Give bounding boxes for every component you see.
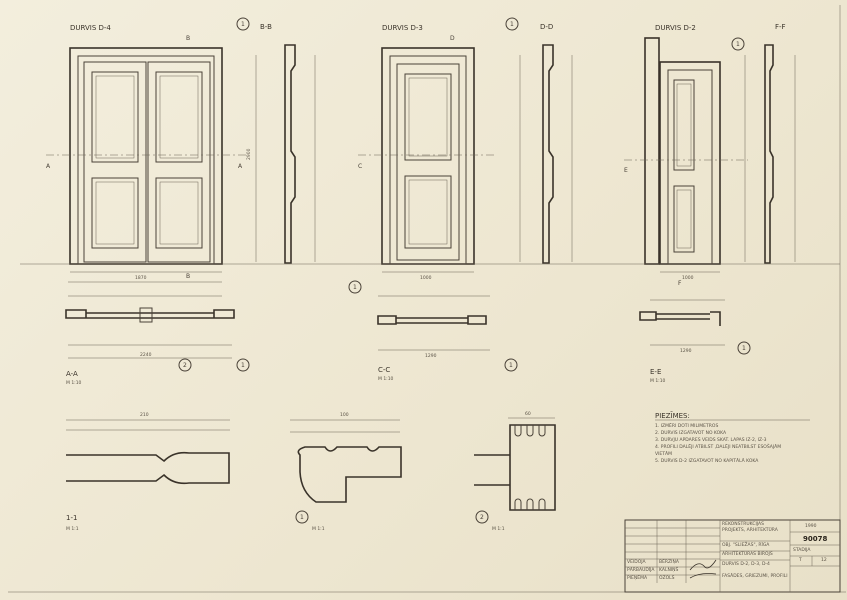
door-d2-elevation: DURVIS D-2 E F 1000 [624, 24, 748, 287]
profile-1: 100 1 M 1:1 [290, 412, 402, 532]
scale-label: M 1:10 [378, 376, 394, 382]
detail-marker: 1 [510, 21, 514, 28]
detail-marker: 2 [480, 514, 484, 521]
detail-marker: 1 [509, 362, 513, 369]
d2-title: DURVIS D-2 [655, 24, 696, 32]
section-cc: 1 1290 1 C-C M 1:10 [348, 280, 518, 382]
section-ee-title: E-E [650, 368, 661, 376]
section-mark-b: B [186, 35, 190, 42]
door-d4-elevation: DURVIS D-4 A A B B 1870 [46, 24, 246, 281]
object-name: OBJ. "SLIEŽAS", RĪGA [722, 543, 770, 548]
scale-label: M 1:1 [492, 526, 505, 532]
dim-d4-width: 1870 [135, 275, 147, 281]
scale-label: M 1:10 [650, 378, 666, 384]
section-mark-c: C [358, 163, 362, 170]
notes-title: PIEZĪMES: [655, 411, 690, 420]
section-aa-title: A-A [66, 370, 78, 378]
organization: ARHITEKTŪRAS BIROJS [722, 552, 773, 557]
section-mark-b: B [186, 273, 190, 280]
section-ee: 1290 1 E-E M 1:10 [639, 299, 751, 384]
detail-marker: 1 [300, 514, 304, 521]
section-mark-f: F [678, 280, 682, 287]
profile-1-1-title: 1-1 [66, 514, 77, 522]
d4-title: DURVIS D-4 [70, 24, 111, 32]
detail-marker: 1 [241, 21, 245, 28]
project-name: REKONSTRUKCIJAS PROJEKTS, ARHITEKTŪRA [722, 522, 778, 533]
signature [689, 559, 717, 579]
note-item: 1. IZMĒRI DOTI MILIMETROS [655, 422, 718, 429]
note-item: 2. DURVIS IZGATAVOT NO KOKA [655, 430, 727, 436]
section-mark-d: D [450, 35, 455, 42]
section-mark-a: A [238, 163, 243, 170]
section-cc-title: C-C [378, 366, 390, 374]
notes-block: PIEZĪMES: 1. IZMĒRI DOTI MILIMETROS 2. D… [655, 411, 810, 464]
note-item: 5. DURVIS D-2 IZGATAVOT NO KAPITĀLĀ KOKA [655, 457, 759, 464]
detail-marker: 1 [353, 284, 357, 291]
section-dd: 1 D-D [505, 17, 573, 264]
section-mark-e: E [624, 167, 628, 174]
note-item: 4. PROFILI DALĒJI ATBILST ,DALĒJI NEATBI… [655, 443, 781, 450]
year: 1990 [805, 524, 817, 529]
sheet-number: 90078 [803, 535, 828, 543]
name-label: BĒRZIŅA [659, 560, 679, 565]
section-ff: 1 F-F [731, 23, 796, 264]
scale-label: M 1:1 [312, 526, 325, 532]
section-bb: 1 B-B 2900 [236, 17, 316, 264]
name-label: KALNIŅŠ [659, 568, 679, 573]
dim-cc-total: 1290 [425, 353, 437, 359]
sheet-value: 12 [821, 558, 827, 563]
d3-title: DURVIS D-3 [382, 24, 423, 32]
title-block-grid [624, 519, 841, 593]
role-label: VEIDOJA [627, 560, 646, 565]
detail-marker: 1 [736, 41, 740, 48]
drawing-title: DURVIS D-2, D-3, D-4 [722, 562, 770, 567]
dim-d3-width: 1000 [420, 275, 432, 281]
dim-s2-total: 100 [340, 412, 349, 418]
scale-label: M 1:10 [66, 380, 82, 386]
note-item: 3. DURVJU APDARES VEIDS SKAT. LAPAS IZ-2… [655, 437, 767, 443]
role-label: PIEŅĒMA [627, 576, 648, 581]
profile-1-1: 210 1-1 M 1:1 [66, 412, 230, 532]
section-ff-title: F-F [775, 23, 786, 31]
dim-s3-total: 60 [525, 411, 531, 417]
note-item: VIETĀM [655, 450, 672, 457]
dim-d2-width: 1000 [682, 275, 694, 281]
detail-marker: 1 [241, 362, 245, 369]
door-d3-elevation: DURVIS D-3 C D 1000 [358, 24, 494, 281]
name-label: OZOLS [659, 576, 675, 581]
scale-label: M 1:1 [66, 526, 79, 532]
stage-value: T [799, 558, 802, 563]
detail-marker: 1 [742, 345, 746, 352]
section-bb-title: B-B [260, 23, 272, 31]
dim-s1-total: 210 [140, 412, 149, 418]
dim-ee-total: 1290 [680, 348, 692, 354]
role-label: PĀRBAUDĪJA [627, 568, 655, 573]
dim-aa-total: 2240 [140, 352, 152, 358]
profile-2: 60 2 M 1:1 [474, 411, 556, 532]
section-mark-a: A [46, 163, 51, 170]
dim-d4-height: 2900 [246, 148, 252, 160]
drawing-subtitle: FASĀDES, GRIEZUMI, PROFILI [722, 574, 788, 579]
stage-label: STADIJA [793, 548, 811, 553]
section-dd-title: D-D [540, 23, 553, 31]
detail-marker: 2 [183, 362, 187, 369]
section-aa: 2240 2 1 A-A M 1:10 [65, 281, 250, 386]
